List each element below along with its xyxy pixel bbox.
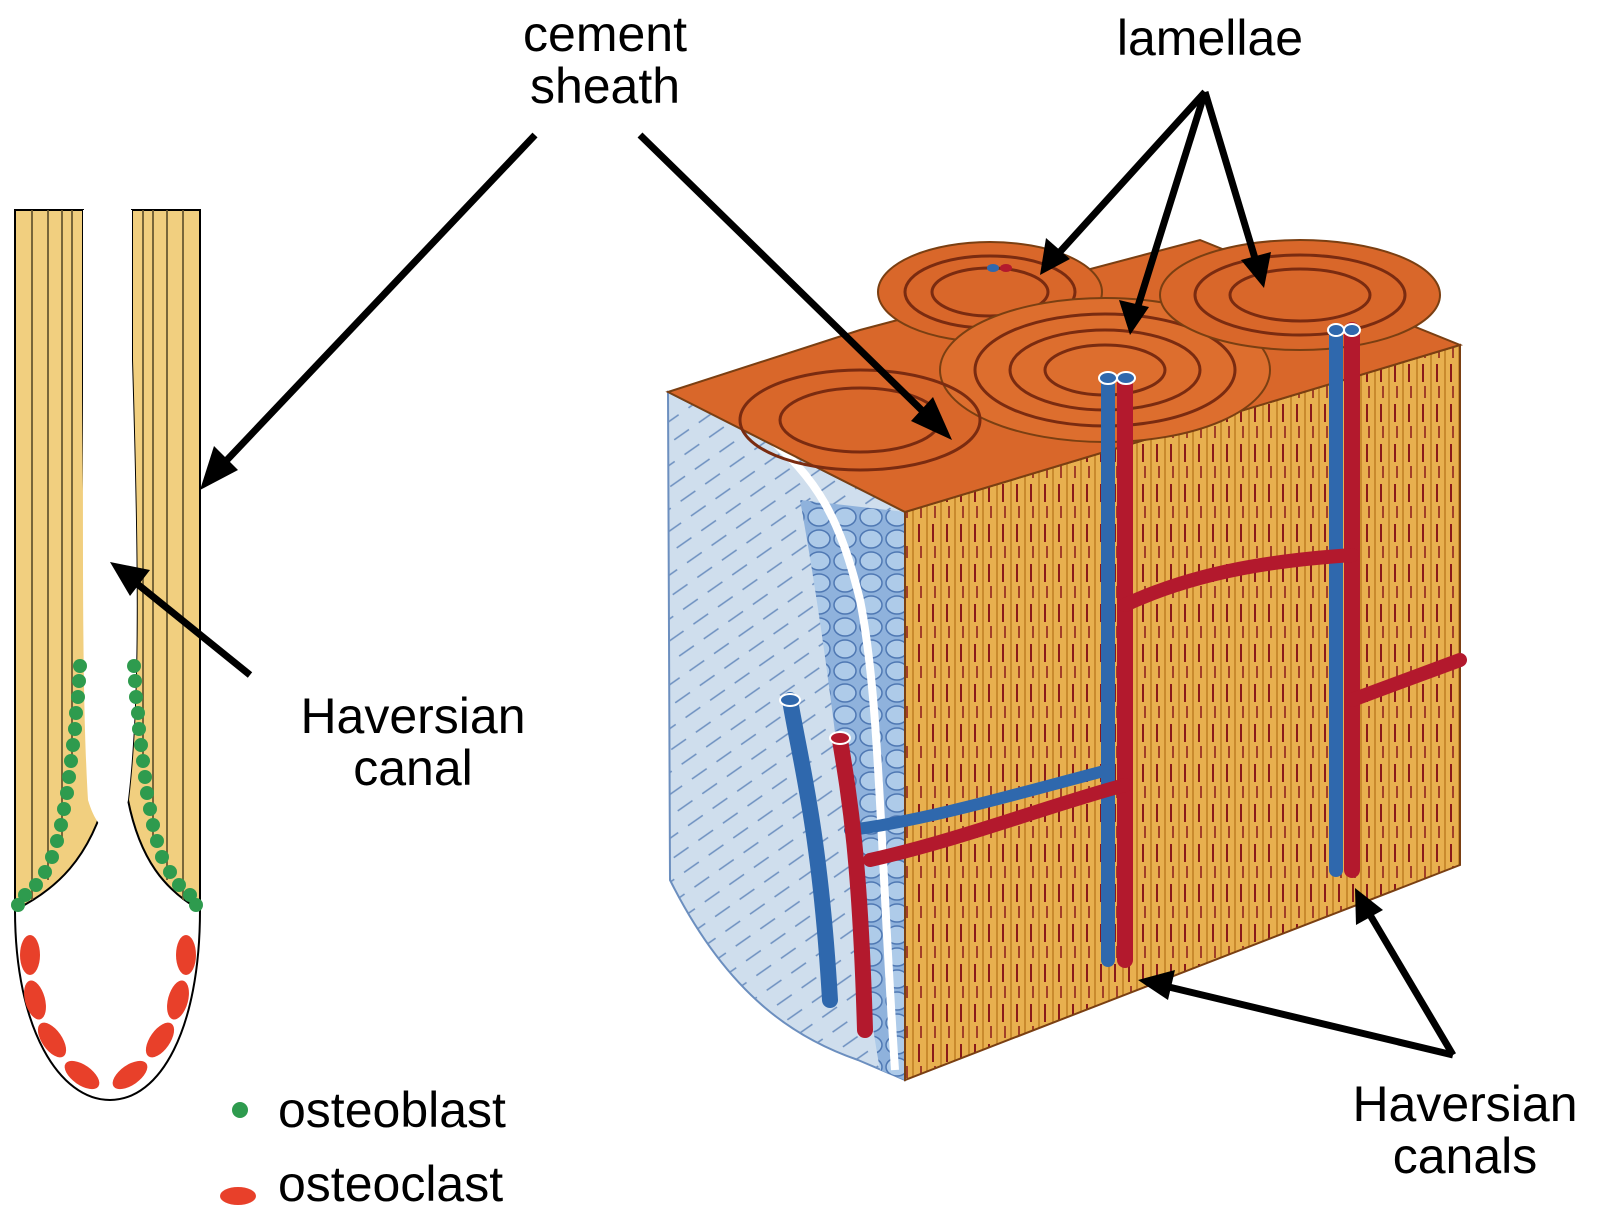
label-haversian-canal: Haversian canal	[278, 690, 548, 794]
label-haversian-1: Haversian	[278, 690, 548, 742]
label-canals: canals	[1330, 1130, 1600, 1182]
lamella-wall-right	[128, 210, 200, 910]
arrow-cement-sheath-left	[208, 135, 535, 480]
label-lamellae: lamellae	[1090, 12, 1330, 64]
label-sheath: sheath	[505, 60, 705, 112]
legend-osteoclast-label: osteoclast	[278, 1158, 503, 1210]
label-haversian-canals: Haversian canals	[1330, 1078, 1600, 1182]
label-cement-sheath: cement sheath	[505, 8, 705, 112]
arrow-haversian-canals-1	[1148, 982, 1453, 1055]
label-canal: canal	[278, 742, 548, 794]
label-cement: cement	[505, 8, 705, 60]
label-haversian-2: Haversian	[1330, 1078, 1600, 1130]
legend-osteoblast-label: osteoblast	[278, 1084, 506, 1136]
canal-lumen	[83, 210, 137, 830]
legend-osteoblast-dot	[232, 1102, 248, 1118]
compact-bone-block	[668, 240, 1460, 1080]
haversian-canal-schematic	[11, 210, 203, 1100]
arrow-haversian-canals-2	[1360, 898, 1453, 1055]
legend-osteoclast-ellipse	[220, 1187, 256, 1205]
